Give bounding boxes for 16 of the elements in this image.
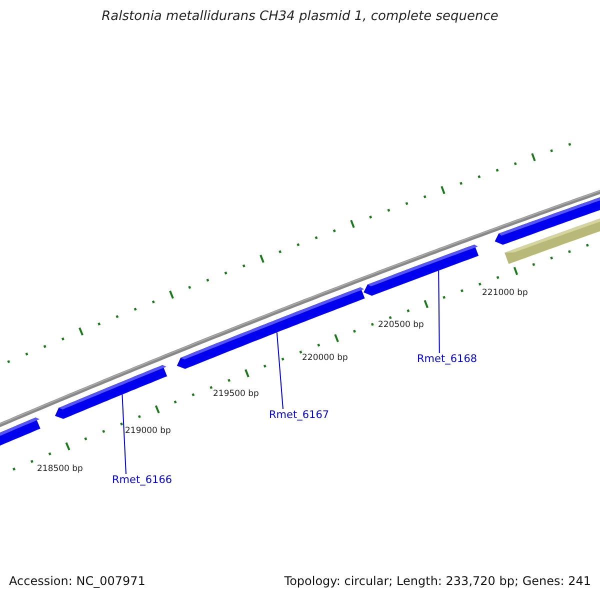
diagram-title: Ralstonia metallidurans CH34 plasmid 1, complete sequence — [102, 9, 498, 24]
gene-bar — [364, 244, 479, 296]
gene-bar — [176, 287, 365, 369]
footer-text: Topology: circular; Length: 233,720 bp; Genes: 241 — [284, 574, 591, 588]
position-label: 220500 bp — [378, 320, 424, 330]
leader-line — [438, 270, 440, 354]
gene-bar — [0, 418, 40, 447]
gene-label: Rmet_6168 — [417, 353, 478, 365]
gene-bar — [504, 216, 600, 264]
leader-line — [276, 332, 284, 410]
leader-line — [122, 394, 126, 474]
footer-text: Accession: NC_007971 — [9, 574, 146, 588]
position-label: 220000 bp — [302, 353, 348, 363]
gene-bar — [55, 365, 168, 419]
gene-label: Rmet_6166 — [112, 474, 172, 486]
gene-label: Rmet_6167 — [269, 409, 330, 421]
